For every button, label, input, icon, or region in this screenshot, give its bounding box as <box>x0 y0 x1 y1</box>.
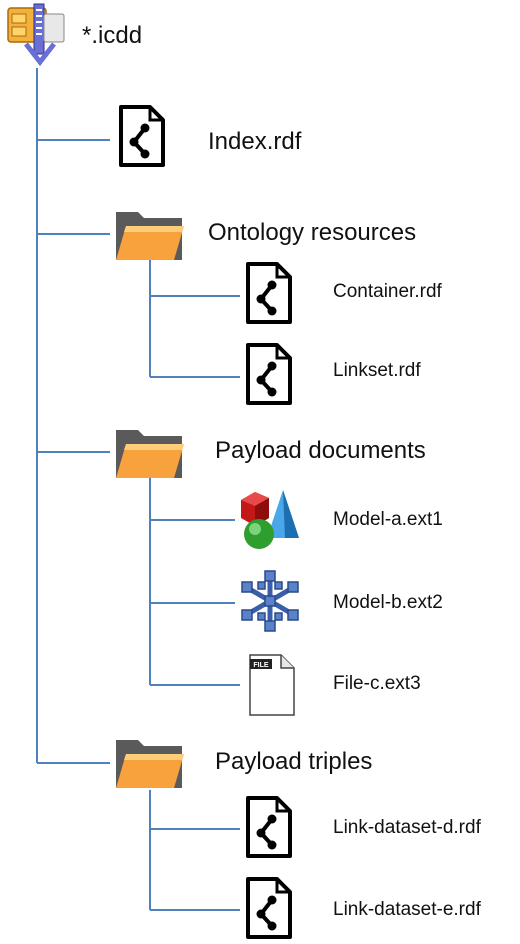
item-label-payload-triples: Payload triples <box>215 748 373 775</box>
generic-file-icon: FILE <box>249 654 295 716</box>
item-label-model-a: Model-a.ext1 <box>333 509 443 530</box>
svg-text:FILE: FILE <box>253 662 268 669</box>
item-label-container: Container.rdf <box>333 281 442 302</box>
folder-icon <box>116 740 184 788</box>
item-label-link-d: Link-dataset-d.rdf <box>333 817 481 838</box>
item-label-link-e: Link-dataset-e.rdf <box>333 899 481 920</box>
rdf-file-icon <box>119 105 165 167</box>
item-label-payload-docs: Payload documents <box>215 437 426 464</box>
rdf-file-icon <box>246 796 292 858</box>
root-label: *.icdd <box>82 22 143 49</box>
item-label-index: Index.rdf <box>208 128 302 155</box>
snowflake-structure-icon <box>241 570 299 632</box>
3d-shapes-icon <box>241 490 299 549</box>
folder-icon <box>116 430 184 478</box>
item-label-linkset: Linkset.rdf <box>333 360 421 381</box>
item-label-model-b: Model-b.ext2 <box>333 592 443 613</box>
item-label-file-c: File-c.ext3 <box>333 673 421 694</box>
rdf-file-icon <box>246 877 292 939</box>
folder-icon <box>116 212 184 260</box>
item-label-ontology: Ontology resources <box>208 219 417 246</box>
rdf-file-icon <box>246 262 292 324</box>
zip-archive-icon <box>7 3 65 67</box>
rdf-file-icon <box>246 343 292 405</box>
